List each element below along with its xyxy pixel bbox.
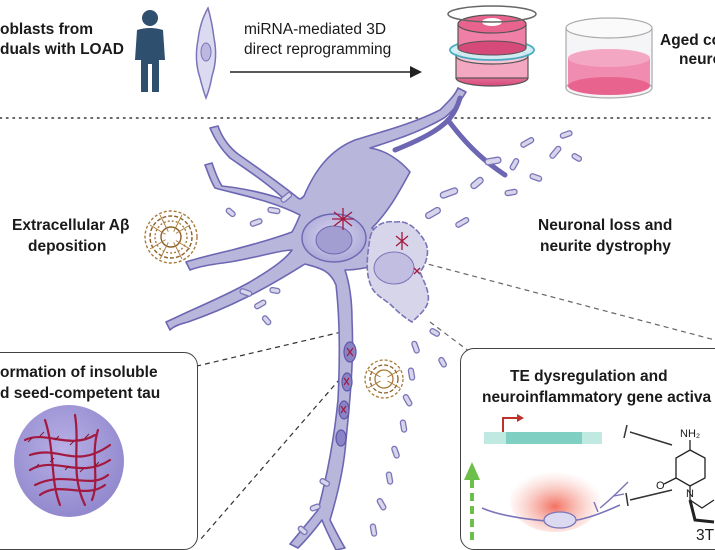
- method-label-line1: miRNA-mediated 3D: [244, 21, 387, 38]
- abeta-label-line2: deposition: [28, 238, 107, 255]
- neurite-fragments: [225, 130, 583, 537]
- te-box-title-line1: TE dysregulation and: [510, 368, 668, 385]
- tau-box-title-line2: d seed-competent tau: [0, 385, 161, 402]
- culture-dish-icon: [565, 17, 653, 99]
- target-label-line2: neuro: [679, 51, 715, 68]
- tau-box-title-line1: ormation of insoluble: [0, 364, 158, 381]
- method-label-line2: direct reprogramming: [244, 41, 392, 58]
- zoom-line-left-1: [179, 329, 351, 371]
- axon-swellings: [335, 341, 357, 447]
- neuron-dendrite-upper: [392, 95, 508, 178]
- neuron-cell-dystrophic: [366, 220, 430, 323]
- zoom-line-left-2: [199, 364, 353, 541]
- human-figure-icon: [135, 10, 165, 92]
- zoom-line-right-2: [429, 321, 471, 353]
- drug-label: 3T: [696, 527, 715, 544]
- source-label-line1: oblasts from: [0, 21, 94, 38]
- abeta-label-line1: Extracellular Aβ: [12, 217, 130, 234]
- loss-label-line2: neurite dystrophy: [540, 238, 671, 255]
- loss-label-line1: Neuronal loss and: [538, 217, 673, 234]
- molecule-o-label: O: [656, 480, 665, 492]
- process-arrow: [230, 66, 422, 78]
- source-label-line2: duals with LOAD: [0, 41, 124, 58]
- fibroblast-cell-icon: [195, 6, 217, 101]
- molecule-n-label: N: [686, 488, 694, 500]
- target-label-line1: Aged co: [660, 32, 715, 49]
- zoom-line-right-1: [419, 261, 715, 341]
- molecule-nh2-label: NH₂: [680, 428, 701, 440]
- amyloid-plaque-center: [364, 359, 404, 399]
- neuron-cell-main: [165, 87, 467, 550]
- axon-tau-marks: [340, 347, 354, 414]
- tau-tangle-soma: [332, 208, 421, 275]
- te-box-title-line2: neuroinflammatory gene activa: [482, 389, 712, 406]
- amyloid-plaque-left: [144, 210, 198, 264]
- transwell-dish-icon: [447, 5, 537, 87]
